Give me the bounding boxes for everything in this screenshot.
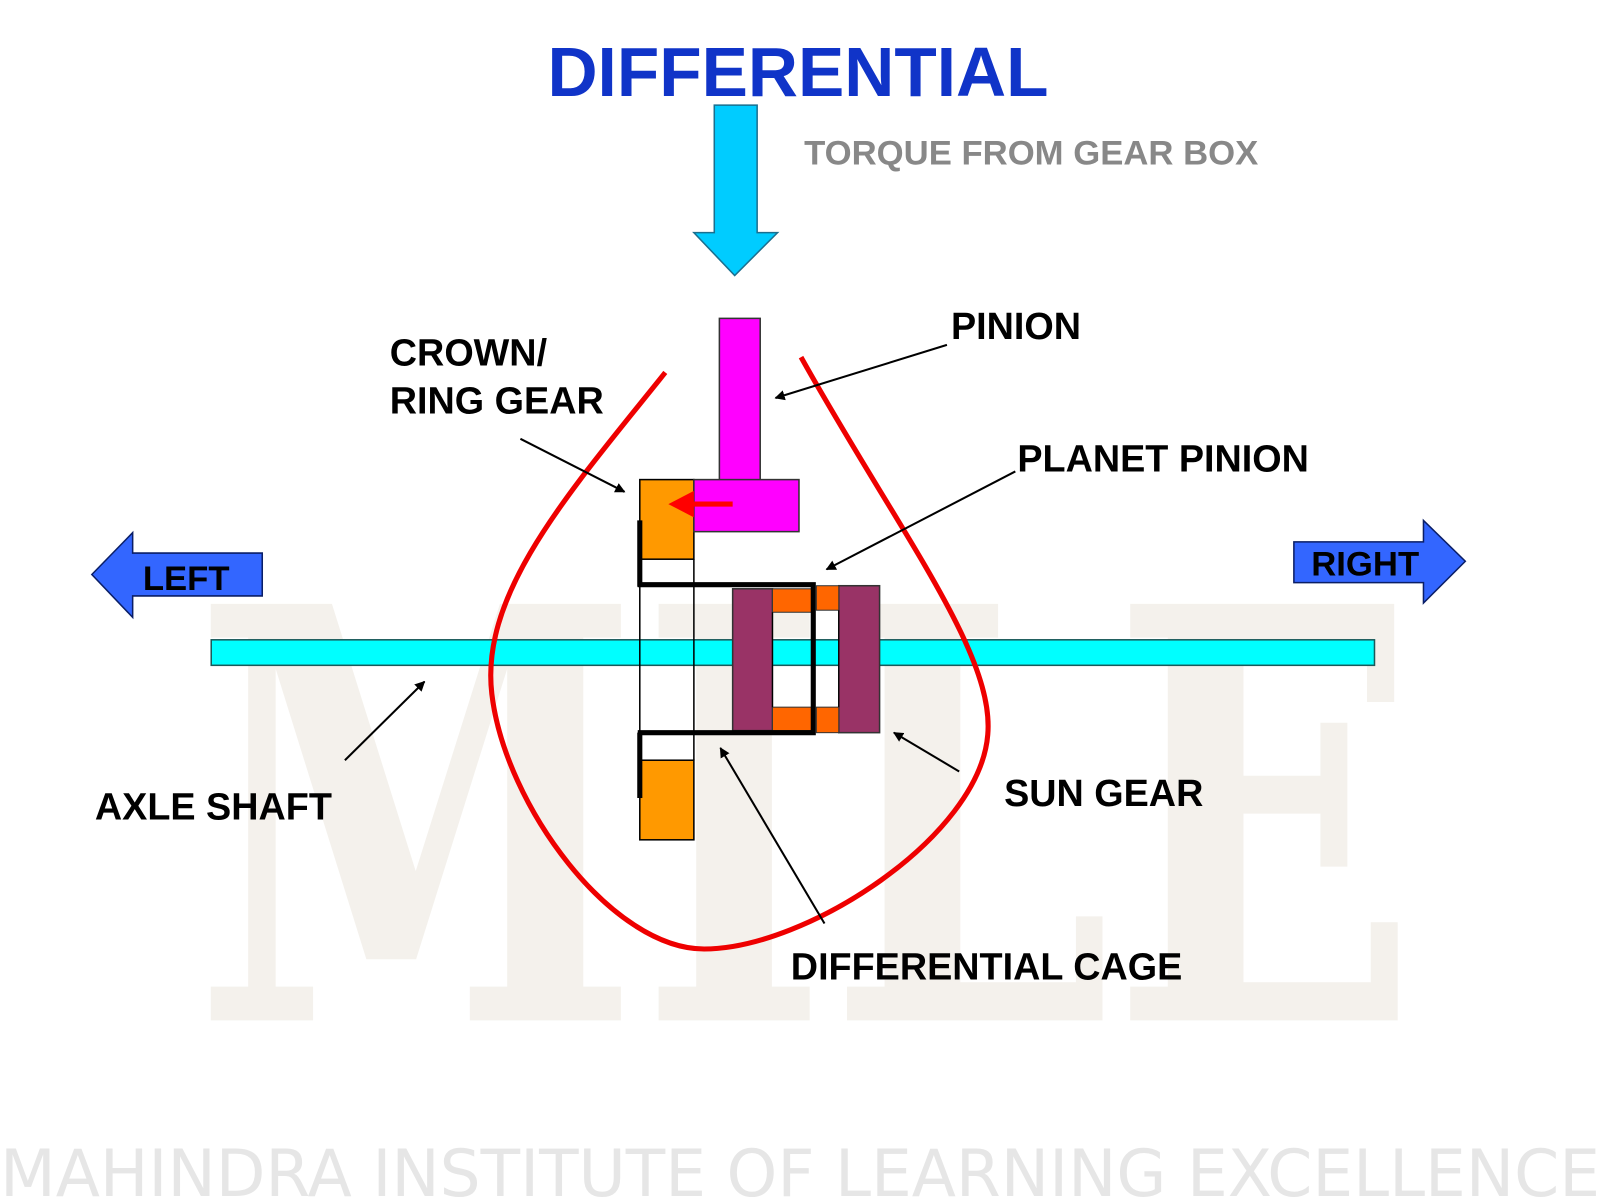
axle-leader-arrow [344, 680, 426, 761]
pinion-shaft [718, 317, 761, 483]
right-label: RIGHT [1311, 546, 1419, 584]
planet-pinion [815, 585, 840, 611]
differential-housing-outline [488, 355, 991, 952]
planet-leader-arrow [825, 470, 1016, 571]
planet-pinion [815, 706, 840, 734]
planet-pinion [771, 588, 814, 613]
left-arrow: LEFT [90, 530, 264, 620]
right-arrow: RIGHT [1293, 518, 1467, 605]
crown-gear-lower [639, 759, 695, 841]
rotation-arrow-head [668, 490, 694, 518]
left-label: LEFT [143, 560, 230, 598]
torque-input-arrow [692, 104, 780, 277]
sun-gear-right [838, 584, 881, 734]
differential-cage-frame [637, 520, 816, 798]
sun-gear-left [731, 588, 774, 732]
sun-gear-label: SUN GEAR [1004, 772, 1203, 814]
crown-leader-arrow [519, 437, 626, 493]
pinion-leader-arrow [774, 343, 948, 401]
footer-institute-name: MAHINDRA INSTITUTE OF LEARNING EXCELLENC… [0, 1136, 1600, 1199]
axle-shaft-label: AXLE SHAFT [95, 785, 332, 827]
sun-leader-arrow [893, 731, 960, 773]
crown-gear-upper [639, 478, 695, 560]
planet-pinion-label: PLANET PINION [1017, 437, 1309, 479]
page-title: DIFFERENTIAL [547, 33, 1048, 111]
axle-shaft [210, 639, 1376, 667]
differential-cage-label: DIFFERENTIAL CAGE [791, 946, 1182, 988]
torque-label: TORQUE FROM GEAR BOX [804, 134, 1258, 172]
pinion-label: PINION [951, 305, 1081, 347]
cage-leader-arrow [719, 747, 826, 925]
crown-label-line1: CROWN/ [390, 331, 548, 373]
crown-label-line2: RING GEAR [390, 379, 604, 421]
planet-pinion [771, 706, 814, 732]
